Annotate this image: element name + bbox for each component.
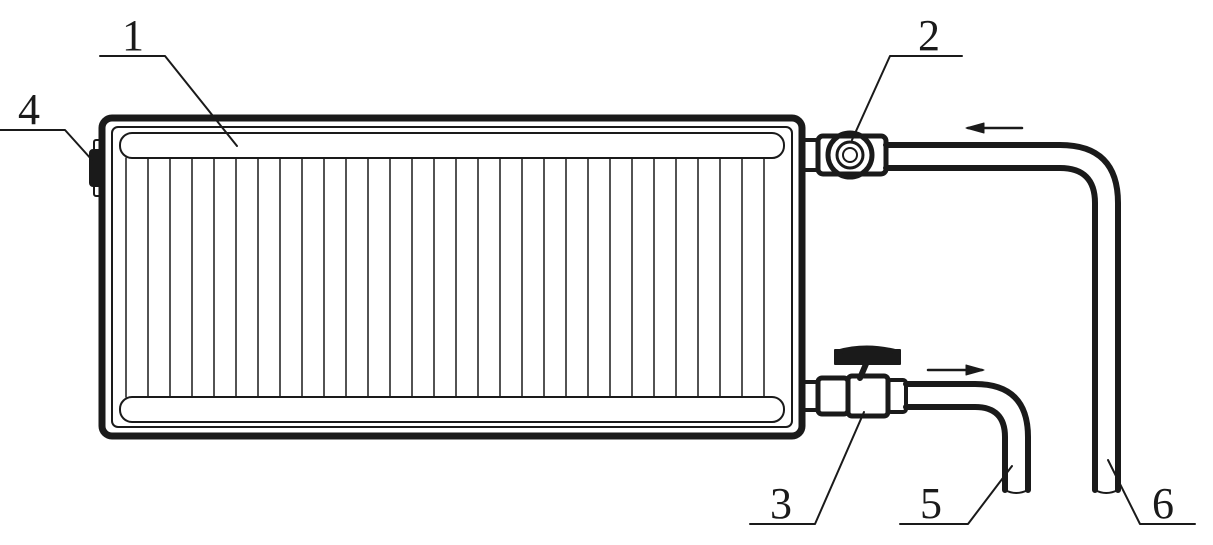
top-valve bbox=[800, 130, 889, 180]
radiator-bottom-header bbox=[119, 396, 785, 423]
label-top-valve: 2 bbox=[918, 11, 940, 60]
leader-line-1 bbox=[99, 55, 238, 147]
return-pipe bbox=[903, 381, 1031, 494]
bottom-valve bbox=[800, 345, 908, 419]
flow-arrow-return bbox=[926, 364, 985, 376]
radiator-top-header bbox=[119, 132, 785, 159]
radiator-inner-frame bbox=[111, 126, 793, 428]
leader-line-6 bbox=[1107, 459, 1196, 525]
leader-line-2 bbox=[851, 55, 963, 141]
label-return-pipe: 5 bbox=[920, 479, 942, 528]
label-radiator: 1 bbox=[122, 11, 144, 60]
radiator-fins bbox=[125, 157, 765, 398]
flow-arrow-supply bbox=[965, 122, 1024, 134]
supply-pipe bbox=[883, 142, 1121, 494]
radiator-body bbox=[98, 114, 806, 440]
leader-line-4 bbox=[0, 129, 93, 161]
label-bottom-valve: 3 bbox=[770, 479, 792, 528]
air-vent bbox=[89, 139, 103, 197]
leader-line-3 bbox=[749, 411, 865, 525]
label-supply-pipe: 6 bbox=[1152, 479, 1174, 528]
leader-line-5 bbox=[899, 465, 1013, 525]
label-air-vent: 4 bbox=[18, 85, 40, 134]
